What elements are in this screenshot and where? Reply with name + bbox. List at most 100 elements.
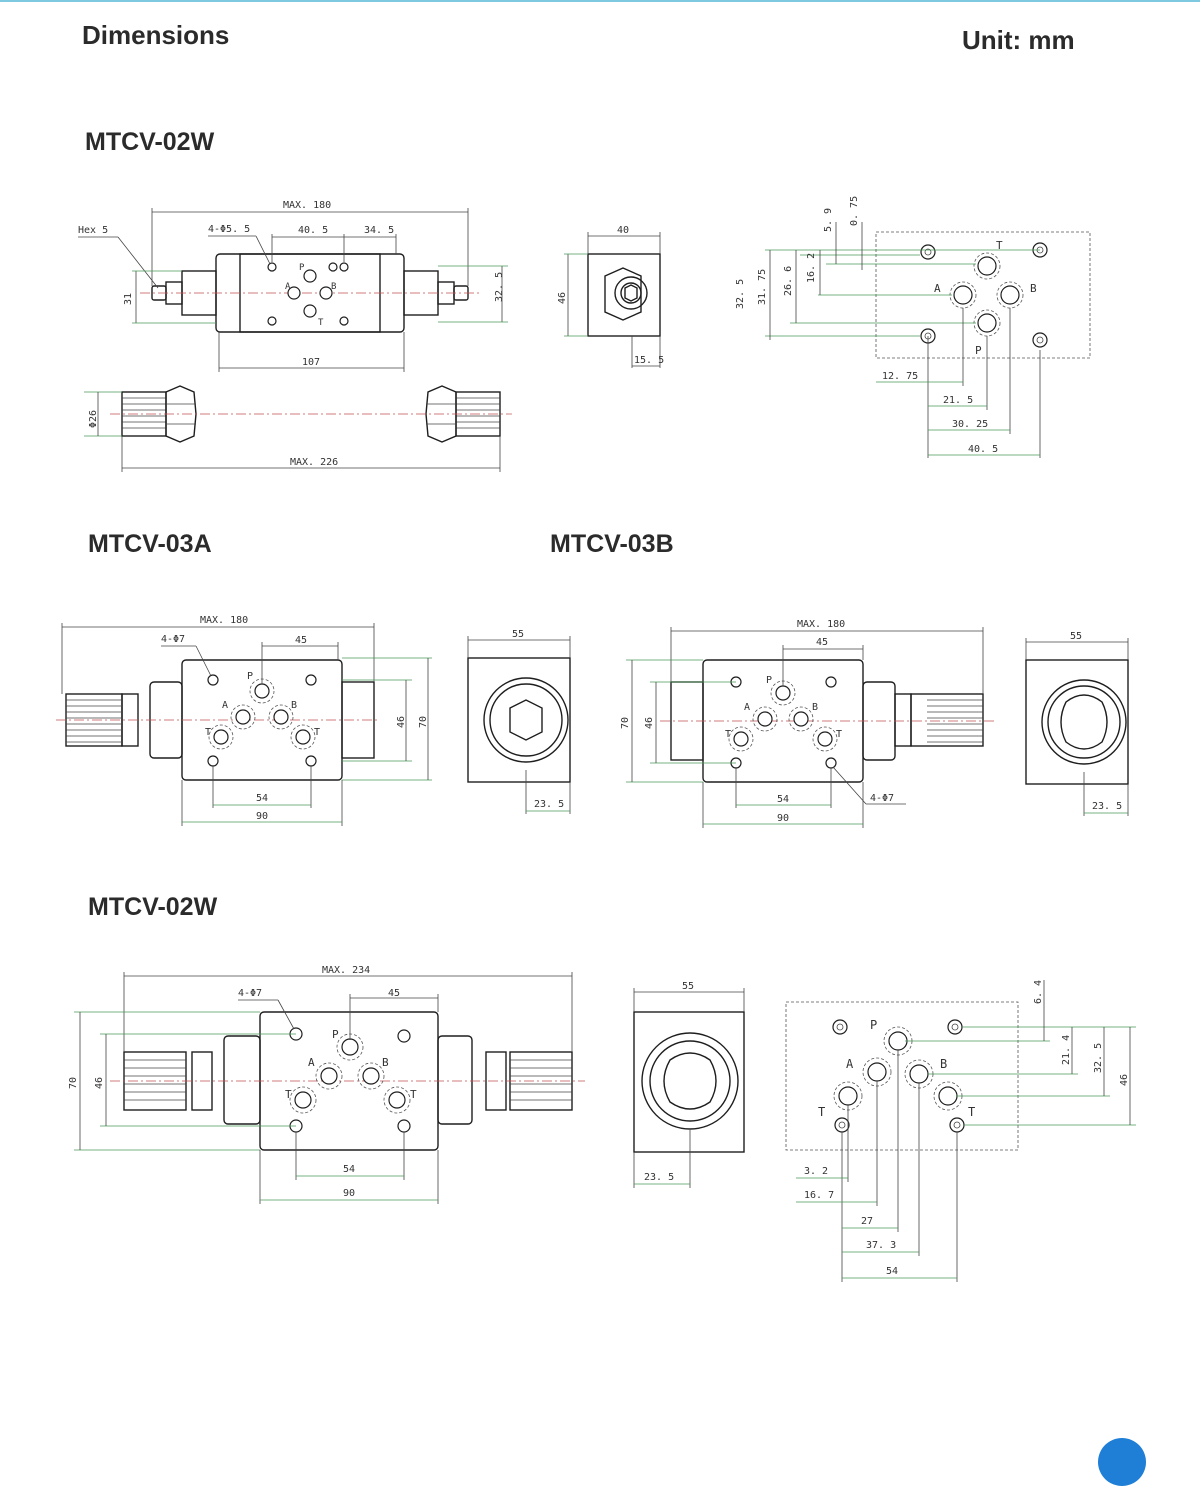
port-label-B: B [331, 282, 336, 292]
dim-107: 107 [302, 357, 320, 368]
dim-32-5: 32. 5 [494, 272, 505, 302]
port-B: B [940, 1057, 947, 1071]
port-label-P: P [299, 263, 305, 273]
dim-46: 46 [557, 292, 568, 304]
dim-70: 70 [68, 1077, 79, 1089]
port-P: P [332, 1028, 339, 1041]
dim-5-9: 5. 9 [823, 208, 834, 232]
section-title-mtcv-02w-top: MTCV-02W [85, 128, 215, 156]
section-title-mtcv-03b: MTCV-03B [550, 530, 674, 558]
section-title-mtcv-03a: MTCV-03A [88, 530, 212, 558]
mtcv-02w-double-front-view: P A B T T MAX. 234 4-Φ7 45 70 46 54 90 [68, 965, 585, 1204]
dim-70: 70 [418, 716, 429, 728]
dim-46: 46 [644, 717, 655, 729]
mtcv-03b-front-view: P A B T T MAX. 180 45 70 46 54 90 4-Φ7 [620, 619, 995, 828]
technical-drawing: P A B T MAX. 180 40. 5 34. 5 4-Φ5. 5 Hex… [56, 196, 1136, 1282]
port-T2: T [410, 1088, 417, 1101]
dim-max-180: MAX. 180 [200, 615, 248, 626]
port-B: B [1030, 282, 1037, 295]
dim-32-5: 32. 5 [1093, 1043, 1104, 1073]
mtcv-02w-side-view: 40 46 15. 5 [557, 225, 664, 368]
dim-16-7: 16. 7 [804, 1190, 834, 1201]
port-B: B [812, 702, 818, 713]
page-title: Dimensions [82, 20, 230, 50]
dim-holes: 4-Φ7 [238, 988, 262, 999]
section-title-mtcv-02w-bottom: MTCV-02W [88, 893, 218, 921]
corner-badge [1098, 1438, 1146, 1486]
dim-55: 55 [682, 981, 694, 992]
dim-6-4: 6. 4 [1033, 980, 1044, 1004]
dim-15-5: 15. 5 [634, 355, 664, 366]
port-P: P [247, 671, 253, 682]
dim-31-75: 31. 75 [757, 269, 768, 305]
port-A: A [846, 1057, 854, 1071]
port-A: A [308, 1056, 315, 1069]
port-A: A [744, 702, 750, 713]
dim-max-180: MAX. 180 [797, 619, 845, 630]
port-B: B [291, 700, 297, 711]
dim-45: 45 [816, 637, 828, 648]
dim-90: 90 [256, 811, 268, 822]
dim-46: 46 [396, 716, 407, 728]
dim-40-5: 40. 5 [298, 225, 328, 236]
dim-40-5b: 40. 5 [968, 444, 998, 455]
dim-32-5b: 32. 5 [735, 279, 746, 309]
unit-label: Unit: mm [962, 25, 1075, 55]
dim-holes: 4-Φ5. 5 [208, 224, 250, 235]
dim-54: 54 [343, 1164, 355, 1175]
port-T2: T [314, 727, 320, 738]
dim-30-25: 30. 25 [952, 419, 988, 430]
dim-max-226: MAX. 226 [290, 457, 338, 468]
port-T1: T [818, 1105, 825, 1119]
mtcv-02w-port-layout: T A B P 32. 5 31. 75 26. 6 16. 2 5. 9 0.… [735, 196, 1091, 458]
dim-max-180: MAX. 180 [283, 200, 331, 211]
dim-holes: 4-Φ7 [870, 793, 894, 804]
dim-54: 54 [256, 793, 268, 804]
dim-55: 55 [1070, 631, 1082, 642]
port-label-T: T [318, 318, 324, 328]
port-T1: T [205, 727, 211, 738]
dim-46: 46 [94, 1077, 105, 1089]
dim-55: 55 [512, 629, 524, 640]
dim-31: 31 [123, 293, 134, 305]
port-T: T [996, 239, 1003, 252]
dim-34-5: 34. 5 [364, 225, 394, 236]
dim-90: 90 [343, 1188, 355, 1199]
port-T1: T [285, 1088, 292, 1101]
dim-26-6: 26. 6 [783, 266, 794, 296]
top-rule [0, 0, 1200, 2]
dim-46b: 46 [1119, 1074, 1130, 1086]
dim-54b: 54 [886, 1266, 898, 1277]
mtcv-03a-side-view: 55 23. 5 [467, 629, 571, 814]
port-P: P [766, 675, 772, 686]
port-A: A [222, 700, 228, 711]
dim-23-5: 23. 5 [534, 799, 564, 810]
dim-21-5: 21. 5 [943, 395, 973, 406]
dim-23-5: 23. 5 [644, 1172, 674, 1183]
dim-70: 70 [620, 717, 631, 729]
dim-phi-26: Φ26 [88, 410, 99, 428]
dim-0-75: 0. 75 [849, 196, 860, 226]
dim-12-75: 12. 75 [882, 371, 918, 382]
dim-90: 90 [777, 813, 789, 824]
dim-21-4: 21. 4 [1061, 1035, 1072, 1065]
dim-hex-5: Hex 5 [78, 225, 108, 236]
dim-40: 40 [617, 225, 629, 236]
port-T2: T [836, 729, 842, 740]
dim-37-3: 37. 3 [866, 1240, 896, 1251]
port-P: P [870, 1018, 877, 1032]
port-label-A: A [285, 282, 291, 292]
port-P: P [975, 344, 982, 357]
mtcv-02w-double-side-view: 55 23. 5 [633, 981, 745, 1188]
dim-45: 45 [295, 635, 307, 646]
port-T2: T [968, 1105, 975, 1119]
dim-23-5: 23. 5 [1092, 801, 1122, 812]
dim-27: 27 [861, 1216, 873, 1227]
mtcv-03a-front-view: P A B T T MAX. 180 4-Φ7 45 46 70 54 90 [56, 615, 432, 826]
port-A: A [934, 282, 941, 295]
dim-holes: 4-Φ7 [161, 634, 185, 645]
mtcv-02w-front-view: P A B T MAX. 180 40. 5 34. 5 4-Φ5. 5 Hex… [78, 200, 508, 372]
port-T1: T [725, 729, 731, 740]
dim-45: 45 [388, 988, 400, 999]
dim-max-234: MAX. 234 [322, 965, 370, 976]
